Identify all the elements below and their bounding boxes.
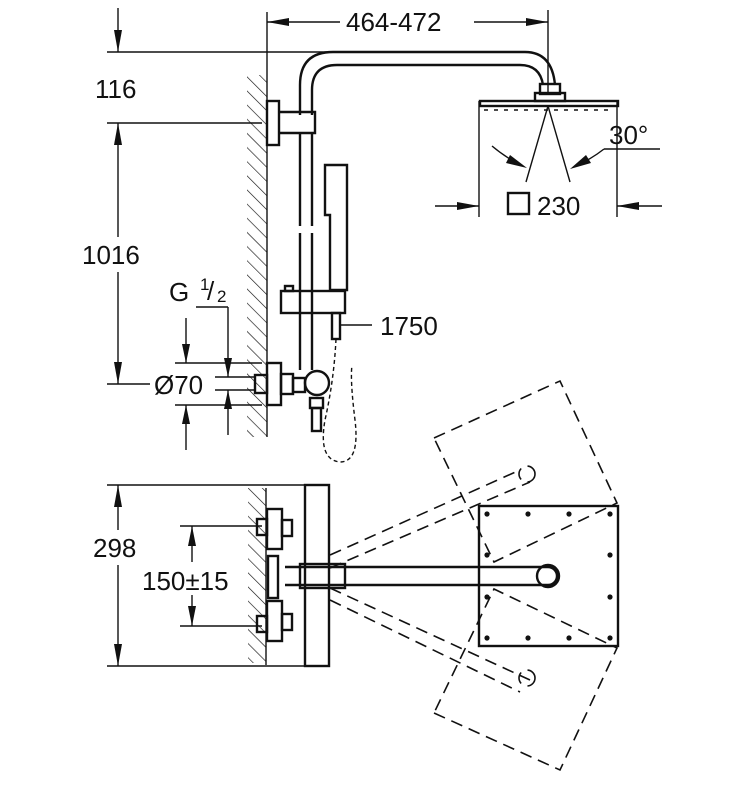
nozzle-dots [484, 511, 613, 641]
hose-length-label: 1750 [380, 311, 438, 341]
square-symbol-icon [506, 191, 531, 216]
top-offset-label: 116 [95, 74, 136, 104]
nozzle-dot [607, 594, 613, 600]
nozzle-dot [484, 594, 490, 600]
spray-angle-label: 30° [609, 120, 648, 150]
head-shower: 30° [478, 99, 660, 217]
wall-hatch [247, 75, 267, 437]
thread-denominator: 2 [217, 287, 226, 306]
plan-view: 298 150±15 [93, 379, 620, 772]
arm-projection-label: 464-472 [346, 7, 441, 37]
nozzle-dot [607, 552, 613, 558]
top-offset-dimension: 116 [95, 8, 330, 145]
nozzle-dot [525, 511, 531, 517]
plan-depth-label: 298 [93, 533, 136, 563]
thermostat-body [255, 483, 331, 668]
flange-diameter-label: Ø70 [154, 370, 203, 400]
thread-slash: / [207, 276, 215, 306]
inlet-spacing-label: 150±15 [142, 566, 229, 596]
nozzle-dot [484, 635, 490, 641]
nozzle-dot [607, 635, 613, 641]
thread-base-label: G [169, 277, 189, 307]
rail-height-label: 1016 [82, 240, 140, 270]
head-size-label: 230 [537, 191, 580, 221]
plan-wall-hatch [248, 488, 266, 663]
rail-height-dimension: 1016 [82, 123, 150, 385]
inlet-spacing-dimension: 150±15 [142, 525, 262, 627]
hand-shower: 1750 [322, 163, 438, 463]
plan-depth-dimension: 298 [93, 484, 330, 667]
side-elevation: 464-472 116 1016 [82, 7, 662, 463]
wall-elbow [253, 361, 331, 433]
rotated-head-outlines [329, 379, 619, 772]
nozzle-dot [566, 635, 572, 641]
nozzle-dot [484, 511, 490, 517]
nozzle-dot [484, 552, 490, 558]
shower-rail [265, 99, 347, 370]
head-size-dimension: 230 [435, 191, 662, 221]
nozzle-dot [566, 511, 572, 517]
thread-numerator: 1 [200, 275, 209, 294]
flange-dimension: Ø70 G 1 / 2 [154, 275, 262, 450]
nozzle-dot [525, 635, 531, 641]
plan-shower-arm [285, 562, 561, 590]
plan-head-square [477, 504, 620, 648]
nozzle-dot [607, 511, 613, 517]
arm-projection-dimension: 464-472 [267, 7, 549, 95]
